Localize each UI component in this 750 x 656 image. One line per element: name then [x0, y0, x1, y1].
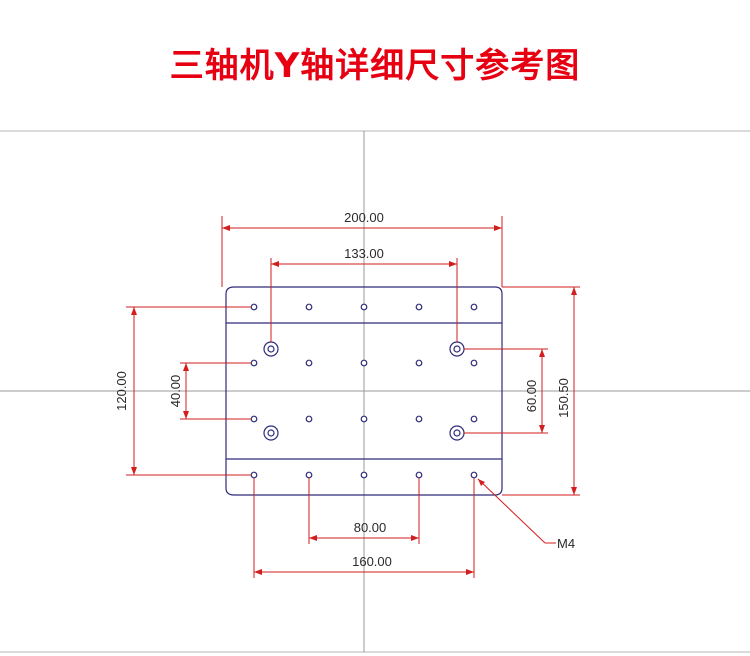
m4-hole [360, 303, 368, 311]
dim-cbore-spacing-x: 133.00 [344, 246, 384, 261]
dim-hole-spacing-160: 160.00 [352, 554, 392, 569]
m4-hole [250, 471, 258, 479]
m4-hole [305, 359, 313, 367]
dim-height-overall: 150.50 [556, 378, 571, 418]
m4-hole [415, 359, 423, 367]
m4-hole [250, 303, 258, 311]
m4-hole [470, 415, 478, 423]
m4-hole [415, 471, 423, 479]
m4-hole [360, 415, 368, 423]
m4-hole [415, 415, 423, 423]
m4-hole [305, 471, 313, 479]
m4-hole [470, 303, 478, 311]
counterbore-holes [263, 341, 465, 441]
dimension-lines [126, 216, 580, 578]
m4-callout-label: M4 [557, 536, 575, 551]
m4-hole [415, 303, 423, 311]
m4-hole [250, 359, 258, 367]
dim-cbore-spacing-y: 60.00 [524, 380, 539, 413]
m4-hole [470, 471, 478, 479]
m4-hole-grid [250, 303, 478, 479]
m4-hole [250, 415, 258, 423]
m4-hole [360, 359, 368, 367]
m4-hole [470, 359, 478, 367]
page-title: 三轴机Y轴详细尺寸参考图 [169, 46, 581, 86]
dim-height-rows: 120.00 [114, 371, 129, 411]
m4-hole [305, 415, 313, 423]
dim-height-inner: 40.00 [168, 375, 183, 408]
dim-width-overall: 200.00 [344, 210, 384, 225]
m4-hole [305, 303, 313, 311]
m4-hole [360, 471, 368, 479]
dim-hole-spacing-80: 80.00 [354, 520, 387, 535]
